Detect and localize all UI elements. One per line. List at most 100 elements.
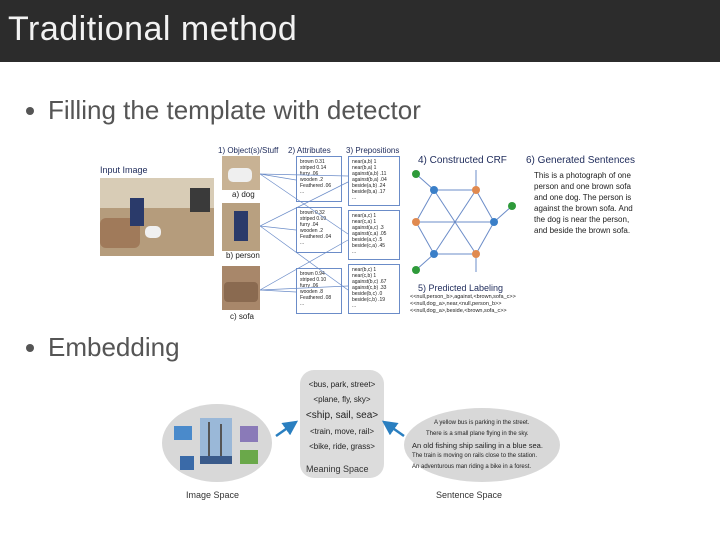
input-image-label: Input Image bbox=[100, 165, 148, 175]
predicted-triple: <<null,person_b>,against,<brown,sofa_c>> bbox=[410, 294, 516, 300]
attr-value: striped 0.09 bbox=[300, 216, 327, 222]
attr-value: brown 0.31 bbox=[300, 159, 325, 165]
meaning-item: <bus, park, street> bbox=[308, 380, 376, 389]
object-crop-sofa bbox=[222, 266, 260, 310]
bullet-2-text: Embedding bbox=[48, 332, 180, 362]
prep-value: near(a,b) 1 bbox=[352, 159, 377, 165]
object-label-dog: a) dog bbox=[232, 190, 255, 199]
prep-value: against(b,c) .67 bbox=[352, 279, 387, 285]
attr-value: Feathered .04 bbox=[300, 234, 332, 240]
attr-value: Feathered .08 bbox=[300, 295, 332, 301]
image-thumb-bike bbox=[240, 450, 258, 464]
meaning-item: <train, move, rail> bbox=[309, 427, 375, 436]
attributes-box-dog: brown 0.31 striped 0.14 furry .06 wooden… bbox=[296, 156, 342, 202]
object-crop-dog bbox=[222, 156, 260, 190]
prep-value: beside(b,a) .17 bbox=[352, 189, 386, 195]
sentence-item: An old fishing ship sailing in a blue se… bbox=[412, 441, 543, 450]
prepositions-box-1: near(a,b) 1 near(b,a) 1 against(a,b) .11… bbox=[348, 156, 400, 206]
crf-node-attr2 bbox=[472, 250, 480, 258]
attr-value: Feathered .06 bbox=[300, 183, 332, 189]
prep-value: beside(c,a) .45 bbox=[352, 243, 386, 249]
attr-value: striped 0.14 bbox=[300, 165, 327, 171]
prep-value: beside(a,b) .24 bbox=[352, 183, 386, 189]
bullet-2: Embedding bbox=[26, 332, 180, 363]
bullet-dot bbox=[26, 106, 34, 115]
attr-value: striped 0.10 bbox=[300, 277, 327, 283]
image-thumb-train bbox=[180, 456, 194, 470]
sentence-item: A yellow bus is parking in the street. bbox=[434, 420, 530, 426]
attr-value: ... bbox=[300, 240, 305, 246]
attr-value: ... bbox=[300, 301, 305, 307]
attributes-box-person: brown 0.32 striped 0.09 furry .04 wooden… bbox=[296, 207, 342, 253]
predicted-triple: <<null,dog_a>,near,<null,person_b>> bbox=[410, 301, 502, 307]
prep-value: near(b,c) 1 bbox=[352, 267, 377, 273]
predicted-labeling: <<null,person_b>,against,<brown,sofa_c>>… bbox=[410, 294, 516, 315]
meaning-item: <bike, ride, grass> bbox=[309, 442, 375, 451]
attr-value: wooden .8 bbox=[300, 289, 324, 295]
prep-value: beside(c,b) .19 bbox=[352, 297, 386, 303]
sentence-item: An adventurous man riding a bike in a fo… bbox=[412, 464, 532, 470]
predicted-triple: <<null,dog_a>,beside,<brown,sofa_c>> bbox=[410, 308, 507, 314]
bullet-1-text: Filling the template with detector bbox=[48, 95, 421, 125]
crf-node-obj2 bbox=[490, 218, 498, 226]
prep-value: against(c,b) .33 bbox=[352, 285, 387, 291]
sentence-list: A yellow bus is parking in the street. T… bbox=[412, 418, 556, 473]
attr-value: furry .06 bbox=[300, 283, 319, 289]
prep-value: ... bbox=[352, 303, 357, 309]
generated-line: against the brown sofa. And bbox=[534, 204, 633, 213]
step-header-attributes: 2) Attributes bbox=[288, 146, 331, 155]
attr-value: wooden .2 bbox=[300, 228, 324, 234]
prepositions-box-2: near(a,c) 1 near(c,a) 1 against(a,c) .3 … bbox=[348, 210, 400, 260]
prepositions-box-3: near(b,c) 1 near(c,b) 1 against(b,c) .67… bbox=[348, 264, 400, 314]
image-thumb-bus bbox=[174, 426, 192, 440]
meaning-item: <plane, fly, sky> bbox=[313, 395, 371, 404]
generated-line: and beside the brown sofa. bbox=[534, 226, 631, 235]
step-header-predicted: 5) Predicted Labeling bbox=[418, 283, 504, 293]
prep-value: ... bbox=[352, 249, 357, 255]
object-crop-person bbox=[222, 203, 260, 251]
sentence-item: There is a small plane flying in the sky… bbox=[426, 431, 529, 437]
prep-value: beside(a,c) .5 bbox=[352, 237, 383, 243]
crf-node-prep2 bbox=[508, 202, 516, 210]
attributes-box-sofa: brown 0.94 striped 0.10 furry .06 wooden… bbox=[296, 268, 342, 314]
image-thumb-ship bbox=[200, 418, 232, 464]
arrow-image-to-meaning bbox=[275, 420, 299, 438]
crf-graph bbox=[412, 170, 516, 274]
attr-value: furry .04 bbox=[300, 222, 319, 228]
attr-value: brown 0.94 bbox=[300, 271, 325, 277]
bullet-1: Filling the template with detector bbox=[26, 95, 421, 126]
generated-line: the dog is near the person, bbox=[534, 215, 630, 224]
crf-node-prep3 bbox=[412, 266, 420, 274]
image-thumb-plane bbox=[240, 426, 258, 442]
step-header-objects: 1) Object(s)/Stuff bbox=[218, 146, 279, 155]
generated-line: and one dog. The person is bbox=[534, 193, 632, 202]
prep-value: near(b,a) 1 bbox=[352, 165, 377, 171]
prep-value: near(c,b) 1 bbox=[352, 273, 377, 279]
meaning-items: <bus, park, street> <plane, fly, sky> <s… bbox=[300, 380, 384, 451]
sentence-item: The train is moving on rails close to th… bbox=[412, 453, 538, 459]
pipeline-connectors bbox=[260, 173, 349, 293]
meaning-item: <ship, sail, sea> bbox=[305, 410, 379, 421]
step-header-generated: 6) Generated Sentences bbox=[526, 155, 635, 166]
input-image bbox=[100, 178, 214, 256]
meaning-space-label: Meaning Space bbox=[306, 464, 369, 474]
prep-value: near(a,c) 1 bbox=[352, 213, 377, 219]
sentence-space-label: Sentence Space bbox=[436, 490, 503, 500]
attr-value: ... bbox=[300, 189, 305, 195]
object-label-sofa: c) sofa bbox=[230, 312, 255, 321]
meaning-space-region bbox=[300, 370, 384, 478]
step-header-crf: 4) Constructed CRF bbox=[418, 155, 507, 166]
slide-title: Traditional method bbox=[8, 10, 298, 48]
object-label-person: b) person bbox=[226, 251, 260, 260]
crf-node-attr3 bbox=[412, 218, 420, 226]
generated-line: person and one brown sofa bbox=[534, 182, 631, 191]
crf-node-obj3 bbox=[430, 250, 438, 258]
step-header-prepositions: 3) Prepositions bbox=[346, 146, 400, 155]
embedding-arrows bbox=[275, 420, 405, 438]
generated-line: This is a photograph of one bbox=[534, 171, 631, 180]
prep-value: beside(b,c) .0 bbox=[352, 291, 383, 297]
prep-value: ... bbox=[352, 195, 357, 201]
crf-node-attr1 bbox=[472, 186, 480, 194]
arrow-sentence-to-meaning bbox=[381, 420, 405, 438]
attr-value: brown 0.32 bbox=[300, 210, 325, 216]
